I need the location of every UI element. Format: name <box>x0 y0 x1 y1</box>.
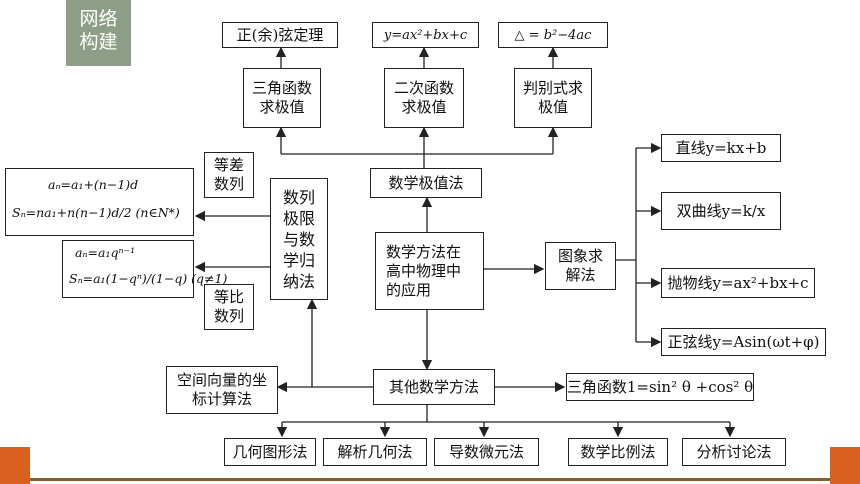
line-box: 直线y=kx+b <box>661 134 781 162</box>
main-topic-text: 数学方法在高中物理中的应用 <box>386 242 462 299</box>
sequence-text: 数列极限与数学归纳法 <box>282 187 315 291</box>
bottom-brown-line <box>30 478 830 481</box>
arithmetic-general-term: aₙ=a₁+(n−1)d <box>48 177 139 192</box>
line-text: 直线y=kx+b <box>675 138 767 157</box>
discussion-method-box: 分析讨论法 <box>682 438 786 466</box>
extreme-method-text: 数学极值法 <box>388 173 464 192</box>
main-topic-box: 数学方法在高中物理中的应用 <box>375 232 484 310</box>
sine-curve-text: 正弦线y=Asin(ωt+φ) <box>667 332 820 351</box>
extreme-method-box: 数学极值法 <box>370 168 482 198</box>
arithmetic-sum: Sₙ=na₁+n(n−1)d/2 (n∈N*) <box>12 205 180 220</box>
hyperbola-box: 双曲线y=k/x <box>661 192 781 230</box>
discriminant-extreme-text: 判别式求极值 <box>523 79 584 116</box>
quadratic-formula-box: y=ax²+bx+c <box>372 22 479 48</box>
analytic-geometry-box: 解析几何法 <box>323 438 427 466</box>
trig-identity-box: 三角函数1=sin² θ +cos² θ <box>566 373 754 401</box>
discussion-method-text: 分析讨论法 <box>696 442 772 461</box>
sequence-box: 数列极限与数学归纳法 <box>270 178 328 300</box>
left-orange-bar <box>0 447 30 484</box>
badge-line2: 构建 <box>79 31 118 53</box>
geometric-formula-box: aₙ=a₁qⁿ⁻¹ Sₙ=a₁(1−qⁿ)/(1−q) (q≠1) <box>62 240 228 298</box>
proportion-method-box: 数学比例法 <box>568 438 668 466</box>
other-methods-text: 其他数学方法 <box>388 377 479 396</box>
graph-method-box: 图象求解法 <box>545 242 616 290</box>
parabola-box: 抛物线y=ax²+bx+c <box>661 268 815 298</box>
arithmetic-text: 等差数列 <box>213 156 244 193</box>
hyperbola-text: 双曲线y=k/x <box>676 201 766 220</box>
badge-line1: 网络 <box>79 8 118 30</box>
quadratic-formula-text: y=ax²+bx+c <box>383 27 468 43</box>
geometric-sum: Sₙ=a₁(1−qⁿ)/(1−q) (q≠1) <box>69 271 228 286</box>
proportion-method-text: 数学比例法 <box>580 442 656 461</box>
trig-extreme-text: 三角函数求极值 <box>252 79 313 116</box>
quadratic-extreme-box: 二次函数求极值 <box>384 68 464 128</box>
sine-cosine-law-text: 正(余)弦定理 <box>236 25 324 44</box>
right-orange-bar <box>830 447 860 484</box>
geometric-box: 等比数列 <box>204 284 254 330</box>
analytic-geometry-text: 解析几何法 <box>337 442 413 461</box>
arithmetic-box: 等差数列 <box>204 152 254 198</box>
geometric-text: 等比数列 <box>213 288 244 325</box>
vector-method-box: 空间向量的坐标计算法 <box>166 366 278 414</box>
graph-method-text: 图象求解法 <box>557 247 603 284</box>
trig-extreme-box: 三角函数求极值 <box>243 68 321 128</box>
discriminant-box: △ = b²−4ac <box>498 22 608 48</box>
geometry-method-text: 几何图形法 <box>232 442 308 461</box>
derivative-method-box: 导数微元法 <box>434 438 539 466</box>
discriminant-text: △ = b²−4ac <box>514 27 592 43</box>
geometric-general-term: aₙ=a₁qⁿ⁻¹ <box>75 245 136 260</box>
section-badge: 网络 构建 <box>66 0 131 66</box>
sine-cosine-law-box: 正(余)弦定理 <box>222 22 338 48</box>
parabola-text: 抛物线y=ax²+bx+c <box>667 273 809 292</box>
sine-curve-box: 正弦线y=Asin(ωt+φ) <box>661 328 826 356</box>
vector-method-text: 空间向量的坐标计算法 <box>176 371 267 408</box>
trig-identity-text: 三角函数1=sin² θ +cos² θ <box>566 377 754 396</box>
other-methods-box: 其他数学方法 <box>373 369 495 405</box>
geometry-method-box: 几何图形法 <box>224 438 316 466</box>
quadratic-extreme-text: 二次函数求极值 <box>393 79 454 116</box>
discriminant-extreme-box: 判别式求极值 <box>514 68 592 128</box>
derivative-method-text: 导数微元法 <box>448 442 524 461</box>
arithmetic-formula-box: aₙ=a₁+(n−1)d Sₙ=na₁+n(n−1)d/2 (n∈N*) <box>5 168 194 236</box>
